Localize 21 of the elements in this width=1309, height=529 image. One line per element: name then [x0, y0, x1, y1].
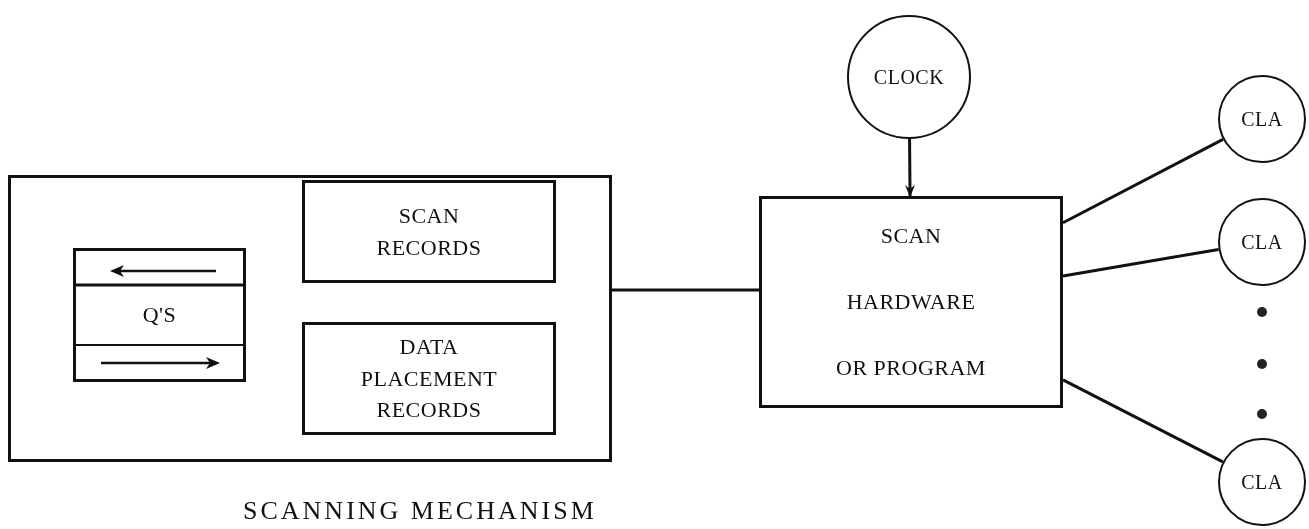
node-label: OR PROGRAM: [836, 354, 986, 383]
node-label: CLA: [1241, 229, 1283, 255]
node-label: SCAN RECORDS: [375, 201, 483, 262]
container-box: [8, 175, 612, 462]
connector-line: [1062, 138, 1224, 225]
connector-line: [1062, 378, 1224, 464]
node-label: SCAN: [880, 222, 942, 251]
process-box: [302, 322, 556, 435]
connector-line: [612, 288, 759, 292]
process-box: [759, 196, 1063, 408]
node-label: HARDWARE: [846, 288, 976, 317]
process-box: [302, 180, 556, 283]
node-label: CLA: [1241, 106, 1283, 132]
connector-line: [1062, 247, 1219, 278]
node-label: DATA PLACEMENT RECORDS: [359, 332, 499, 425]
connector-line: [904, 139, 915, 197]
node-label: CLOCK: [873, 64, 945, 90]
node-label: CLA: [1241, 469, 1283, 495]
caption: SCANNING MECHANISM: [243, 496, 597, 526]
queue-box: [73, 248, 246, 382]
node-label: Q'S: [142, 301, 177, 330]
